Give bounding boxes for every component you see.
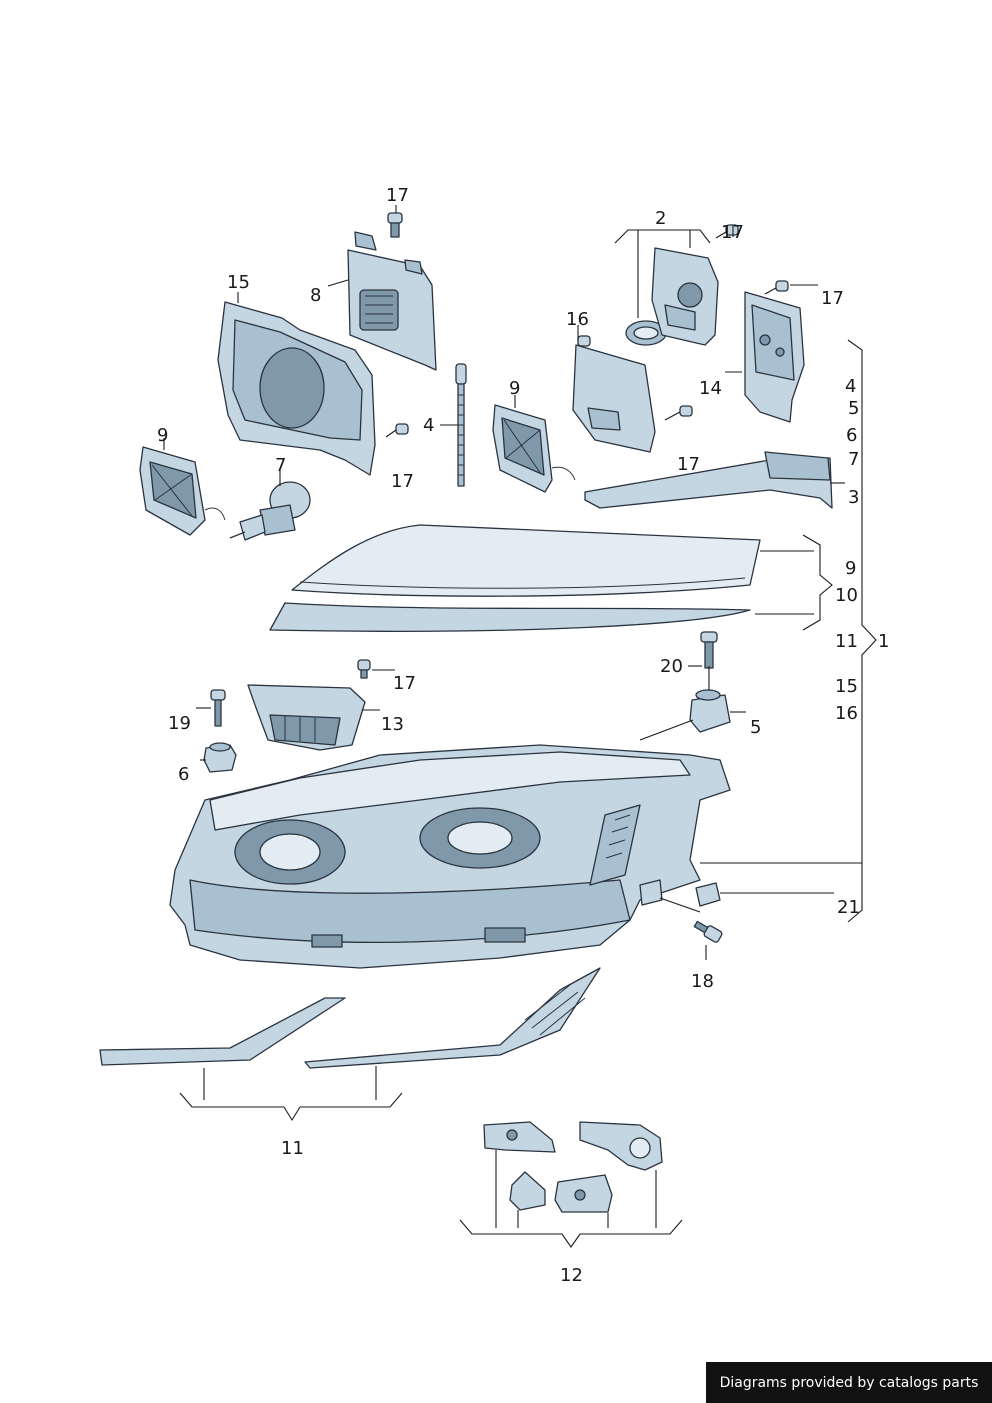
callout-15: 15 [835, 676, 858, 697]
screw-part-19 [210, 689, 226, 727]
callout-17: 17 [721, 222, 744, 243]
callout-9: 9 [845, 558, 856, 579]
callout-19: 19 [168, 713, 191, 734]
callout-13: 13 [381, 714, 404, 735]
cover-part-13 [247, 684, 366, 751]
screw-17-right-b [764, 280, 789, 295]
motor-part-7 [229, 481, 311, 541]
callout-5: 5 [750, 717, 761, 738]
callout-17: 17 [821, 288, 844, 309]
mounting-bracket-part-12-d [554, 1174, 613, 1213]
clip-part-21 [695, 882, 721, 907]
callout-3: 3 [848, 487, 859, 508]
nut-part-6 [203, 742, 237, 773]
screw-part-20 [700, 631, 718, 669]
callout-8: 8 [310, 285, 321, 306]
callout-1: 1 [878, 631, 889, 652]
adjuster-part-5 [689, 689, 731, 733]
screw-part-18 [693, 920, 723, 943]
trim-strip-part-11-right [304, 967, 601, 1069]
screw-17-mid [664, 405, 693, 421]
headlight-assembly-part-1 [169, 744, 731, 969]
mounting-bracket-part-12-c [509, 1171, 546, 1211]
housing-cover-part-15 [217, 301, 376, 476]
callout-7: 7 [275, 455, 286, 476]
callout-17: 17 [391, 471, 414, 492]
callout-16: 16 [835, 703, 858, 724]
callout-15: 15 [227, 272, 250, 293]
callout-17: 17 [393, 673, 416, 694]
callout-20: 20 [660, 656, 683, 677]
callout-4: 4 [423, 415, 434, 436]
callout-9: 9 [157, 425, 168, 446]
leader-lines [163, 205, 877, 1248]
callout-4: 4 [845, 376, 856, 397]
callout-21: 21 [837, 897, 860, 918]
callout-11: 11 [835, 631, 858, 652]
control-unit-part-8 [347, 231, 437, 371]
fan-part-9-middle [492, 404, 576, 493]
footer-credit: Diagrams provided by catalogs parts [706, 1362, 992, 1403]
screw-17-lower [357, 659, 371, 679]
callout-12: 12 [560, 1265, 583, 1286]
callout-18: 18 [691, 971, 714, 992]
callout-11: 11 [281, 1138, 304, 1159]
trim-strip-part-11-left [99, 997, 346, 1066]
callout-6: 6 [178, 764, 189, 785]
callout-17: 17 [386, 185, 409, 206]
callout-7: 7 [848, 449, 859, 470]
screw-17-right-a [715, 224, 739, 239]
callout-5: 5 [848, 398, 859, 419]
connector-part-4 [455, 363, 467, 487]
seal-part-10 [269, 602, 751, 632]
holder-part-3 [584, 451, 833, 509]
callout-14: 14 [699, 378, 722, 399]
callout-16: 16 [566, 309, 589, 330]
fan-part-9-left [139, 446, 226, 536]
bracket-part-14 [744, 291, 805, 423]
lens-cover-part-9 [291, 524, 761, 597]
callout-17: 17 [677, 454, 700, 475]
callout-2: 2 [655, 208, 666, 229]
callout-6: 6 [846, 425, 857, 446]
mounting-bracket-part-12-b [579, 1121, 663, 1171]
control-module-part-16 [572, 335, 656, 453]
module-part-2 [625, 247, 719, 346]
screw-17-left [385, 423, 409, 438]
callout-10: 10 [835, 585, 858, 606]
mounting-bracket-part-12-a [483, 1121, 556, 1153]
screw-17-top [387, 212, 403, 238]
callout-labels: 17 2 17 15 8 17 16 9 14 4 5 4 9 6 7 7 17… [157, 185, 889, 1286]
callout-9: 9 [509, 378, 520, 399]
